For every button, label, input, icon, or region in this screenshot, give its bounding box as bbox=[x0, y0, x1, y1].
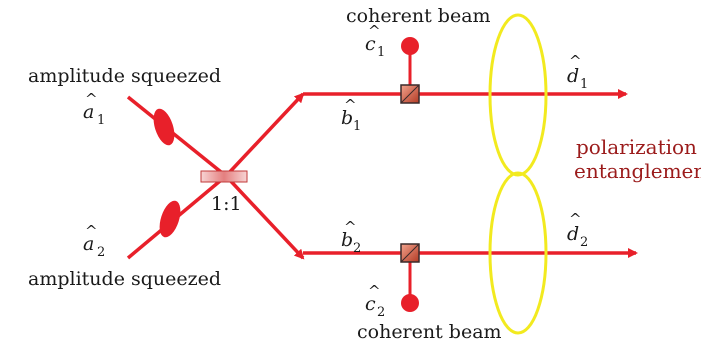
squeezed-state-bottom bbox=[159, 200, 181, 238]
svg-text:^: ^ bbox=[344, 218, 357, 236]
entanglement-loop-upper bbox=[488, 13, 548, 177]
splitter-ratio-label: 1:1 bbox=[211, 193, 242, 215]
svg-text:^: ^ bbox=[569, 52, 582, 70]
coherent-source-lower bbox=[401, 294, 419, 312]
svg-text:^: ^ bbox=[569, 210, 582, 228]
svg-text:^: ^ bbox=[368, 22, 381, 40]
beam-splitter bbox=[200, 170, 248, 183]
svg-text:2: 2 bbox=[97, 245, 105, 260]
coherent-source-upper bbox=[401, 37, 419, 55]
svg-text:b: b bbox=[341, 229, 353, 251]
coherent-beam-label-lower: coherent beam bbox=[357, 321, 502, 343]
input-beam-top bbox=[126, 95, 228, 178]
svg-text:1: 1 bbox=[97, 113, 105, 128]
svg-text:^: ^ bbox=[85, 222, 98, 240]
svg-text:1: 1 bbox=[580, 77, 588, 92]
entanglement-loop-lower bbox=[488, 171, 548, 335]
beam-to-lower-path bbox=[224, 174, 305, 260]
svg-text:2: 2 bbox=[353, 241, 361, 256]
mode-label-b1: ^ b 1 bbox=[341, 96, 361, 134]
mode-label-d1: ^ d 1 bbox=[567, 52, 588, 92]
pbs-lower bbox=[400, 243, 420, 263]
mode-label-b2: ^ b 2 bbox=[341, 218, 361, 256]
svg-text:d: d bbox=[567, 65, 579, 87]
svg-text:d: d bbox=[567, 223, 579, 245]
mode-label-a2: ^ a 2 bbox=[83, 222, 105, 260]
coherent-beam-label-upper: coherent beam bbox=[346, 5, 491, 27]
svg-text:^: ^ bbox=[85, 90, 98, 108]
svg-text:2: 2 bbox=[377, 305, 385, 320]
squeezed-state-top bbox=[153, 108, 175, 146]
pbs-upper bbox=[400, 84, 420, 104]
entanglement-label-line2: entanglement bbox=[574, 159, 701, 183]
svg-text:c: c bbox=[365, 33, 376, 55]
svg-text:b: b bbox=[341, 107, 353, 129]
svg-text:a: a bbox=[83, 233, 94, 255]
svg-text:^: ^ bbox=[344, 96, 357, 114]
svg-text:2: 2 bbox=[580, 235, 588, 250]
mode-label-c2: ^ c 2 bbox=[365, 282, 385, 320]
svg-text:a: a bbox=[83, 101, 94, 123]
mode-label-d2: ^ d 2 bbox=[567, 210, 588, 250]
input-label-bottom: amplitude squeezed bbox=[28, 268, 221, 290]
svg-text:^: ^ bbox=[368, 282, 381, 300]
beam-to-upper-path bbox=[224, 92, 305, 178]
svg-text:1: 1 bbox=[353, 119, 361, 134]
svg-text:c: c bbox=[365, 293, 376, 315]
input-label-top: amplitude squeezed bbox=[28, 65, 221, 87]
entanglement-label-line1: polarization bbox=[576, 135, 697, 159]
mode-label-a1: ^ a 1 bbox=[83, 90, 105, 128]
mode-label-c1: ^ c 1 bbox=[365, 22, 385, 60]
svg-text:1: 1 bbox=[377, 45, 385, 60]
